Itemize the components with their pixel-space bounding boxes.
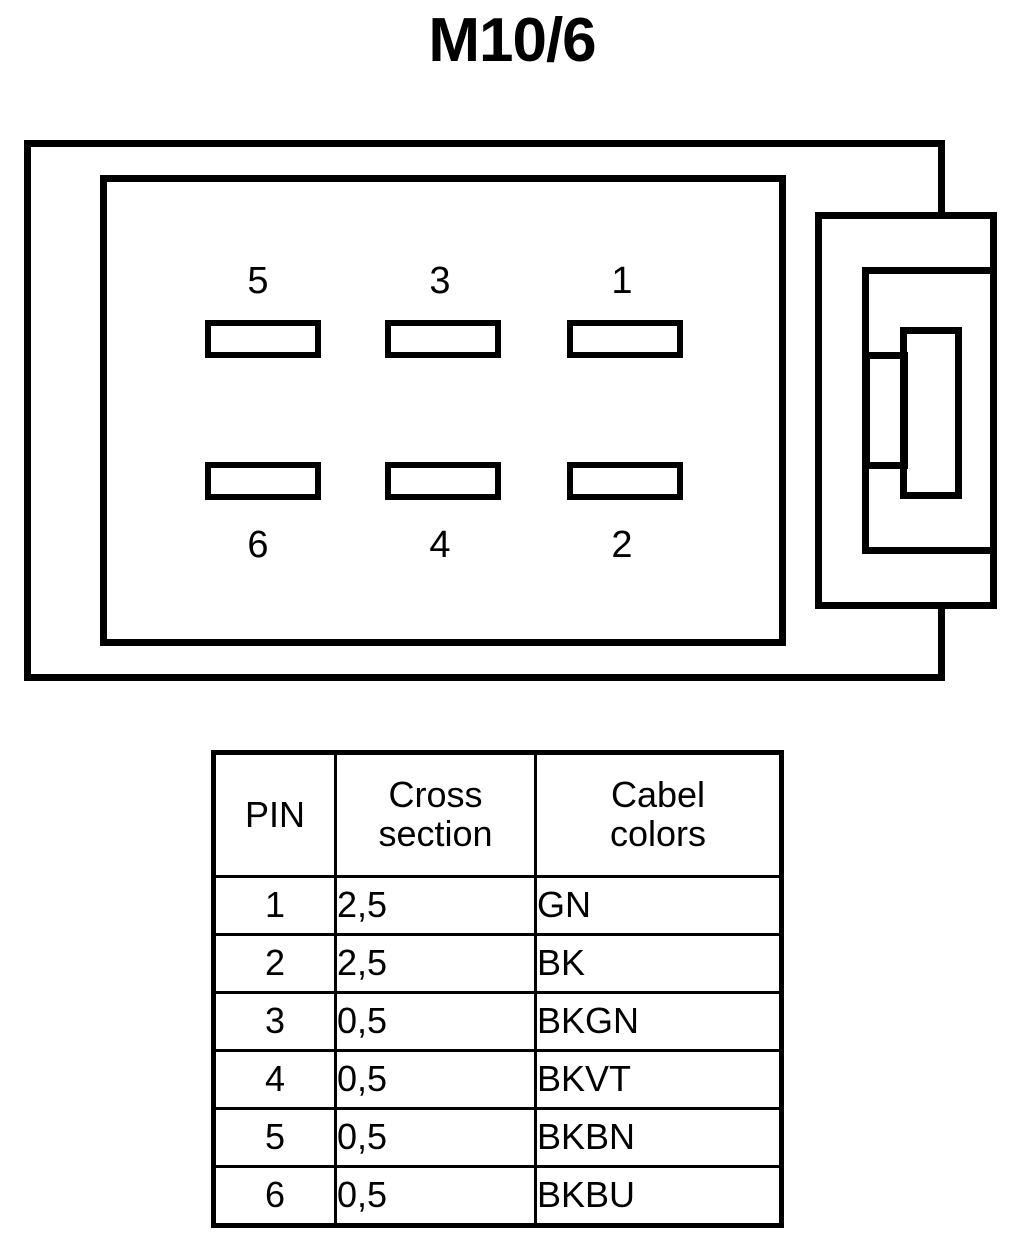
connector-inner-cavity bbox=[100, 175, 786, 646]
table-row: 5 0,5 BKBN bbox=[212, 1107, 783, 1168]
pin-label-3: 3 bbox=[429, 260, 450, 302]
cell-pin: 4 bbox=[212, 1049, 337, 1110]
cell-cable-color: BKVT bbox=[534, 1049, 783, 1110]
column-header-pin-label: PIN bbox=[244, 793, 305, 835]
pin-label-5: 5 bbox=[247, 260, 268, 302]
cell-cross-section: 0,5 bbox=[334, 991, 537, 1052]
cell-pin: 3 bbox=[212, 991, 337, 1052]
pin-slot-3 bbox=[385, 320, 501, 358]
latch-lower-shoulder bbox=[818, 547, 997, 609]
connector-outer-housing bbox=[24, 140, 945, 681]
pin-label-1: 1 bbox=[611, 260, 632, 302]
pin-label-2: 2 bbox=[611, 524, 632, 566]
latch-body-block bbox=[862, 267, 997, 554]
latch-upper-shoulder bbox=[818, 212, 997, 274]
cell-cross-section: 2,5 bbox=[334, 933, 537, 994]
pin-slot-5 bbox=[205, 320, 321, 358]
table-row: 3 0,5 BKGN bbox=[212, 991, 783, 1052]
column-header-color-line2: colors bbox=[609, 813, 707, 854]
pin-slot-1 bbox=[567, 320, 683, 358]
table-body: 1 2,5 GN 2 2,5 BK 3 0,5 BKGN 4 0,5 BKVT … bbox=[212, 875, 783, 1227]
pin-slot-2 bbox=[567, 462, 683, 500]
cell-cross-section: 2,5 bbox=[334, 875, 537, 936]
table-row: 6 0,5 BKBU bbox=[212, 1165, 783, 1227]
table-row: 2 2,5 BK bbox=[212, 933, 783, 994]
table-header: PIN Cross section Cabel colors bbox=[212, 751, 783, 878]
latch-outer-nub bbox=[863, 352, 908, 469]
table-row: 1 2,5 GN bbox=[212, 875, 783, 936]
column-header-cross-line1: Cross bbox=[388, 774, 483, 816]
cell-pin: 6 bbox=[212, 1165, 337, 1227]
cell-cable-color: BKBU bbox=[534, 1165, 783, 1227]
cell-cable-color: GN bbox=[534, 875, 783, 936]
connector-diagram: 5 3 1 6 4 2 bbox=[0, 125, 1024, 695]
column-header-cross-line2: section bbox=[378, 813, 493, 854]
column-header-cable-colors: Cabel colors bbox=[534, 751, 783, 878]
table-header-row: PIN Cross section Cabel colors bbox=[212, 751, 783, 878]
cell-pin: 5 bbox=[212, 1107, 337, 1168]
pin-assignment-table: PIN Cross section Cabel colors 1 2,5 GN … bbox=[211, 750, 784, 1228]
page-title: M10/6 bbox=[428, 6, 596, 75]
cell-cross-section: 0,5 bbox=[334, 1165, 537, 1227]
cell-cross-section: 0,5 bbox=[334, 1107, 537, 1168]
table-row: 4 0,5 BKVT bbox=[212, 1049, 783, 1110]
column-header-pin: PIN bbox=[212, 751, 337, 878]
cell-cable-color: BKGN bbox=[534, 991, 783, 1052]
pin-slot-4 bbox=[385, 462, 501, 500]
pin-slot-6 bbox=[205, 462, 321, 500]
pin-assignment-table-container: PIN Cross section Cabel colors 1 2,5 GN … bbox=[211, 750, 784, 1228]
cell-cable-color: BKBN bbox=[534, 1107, 783, 1168]
cell-cable-color: BK bbox=[534, 933, 783, 994]
cell-pin: 1 bbox=[212, 875, 337, 936]
column-header-color-line1: Cabel bbox=[610, 774, 706, 816]
column-header-cross-section: Cross section bbox=[334, 751, 537, 878]
cell-cross-section: 0,5 bbox=[334, 1049, 537, 1110]
pin-label-4: 4 bbox=[429, 524, 450, 566]
cell-pin: 2 bbox=[212, 933, 337, 994]
pin-label-6: 6 bbox=[247, 524, 268, 566]
latch-inner-nub bbox=[900, 327, 962, 499]
